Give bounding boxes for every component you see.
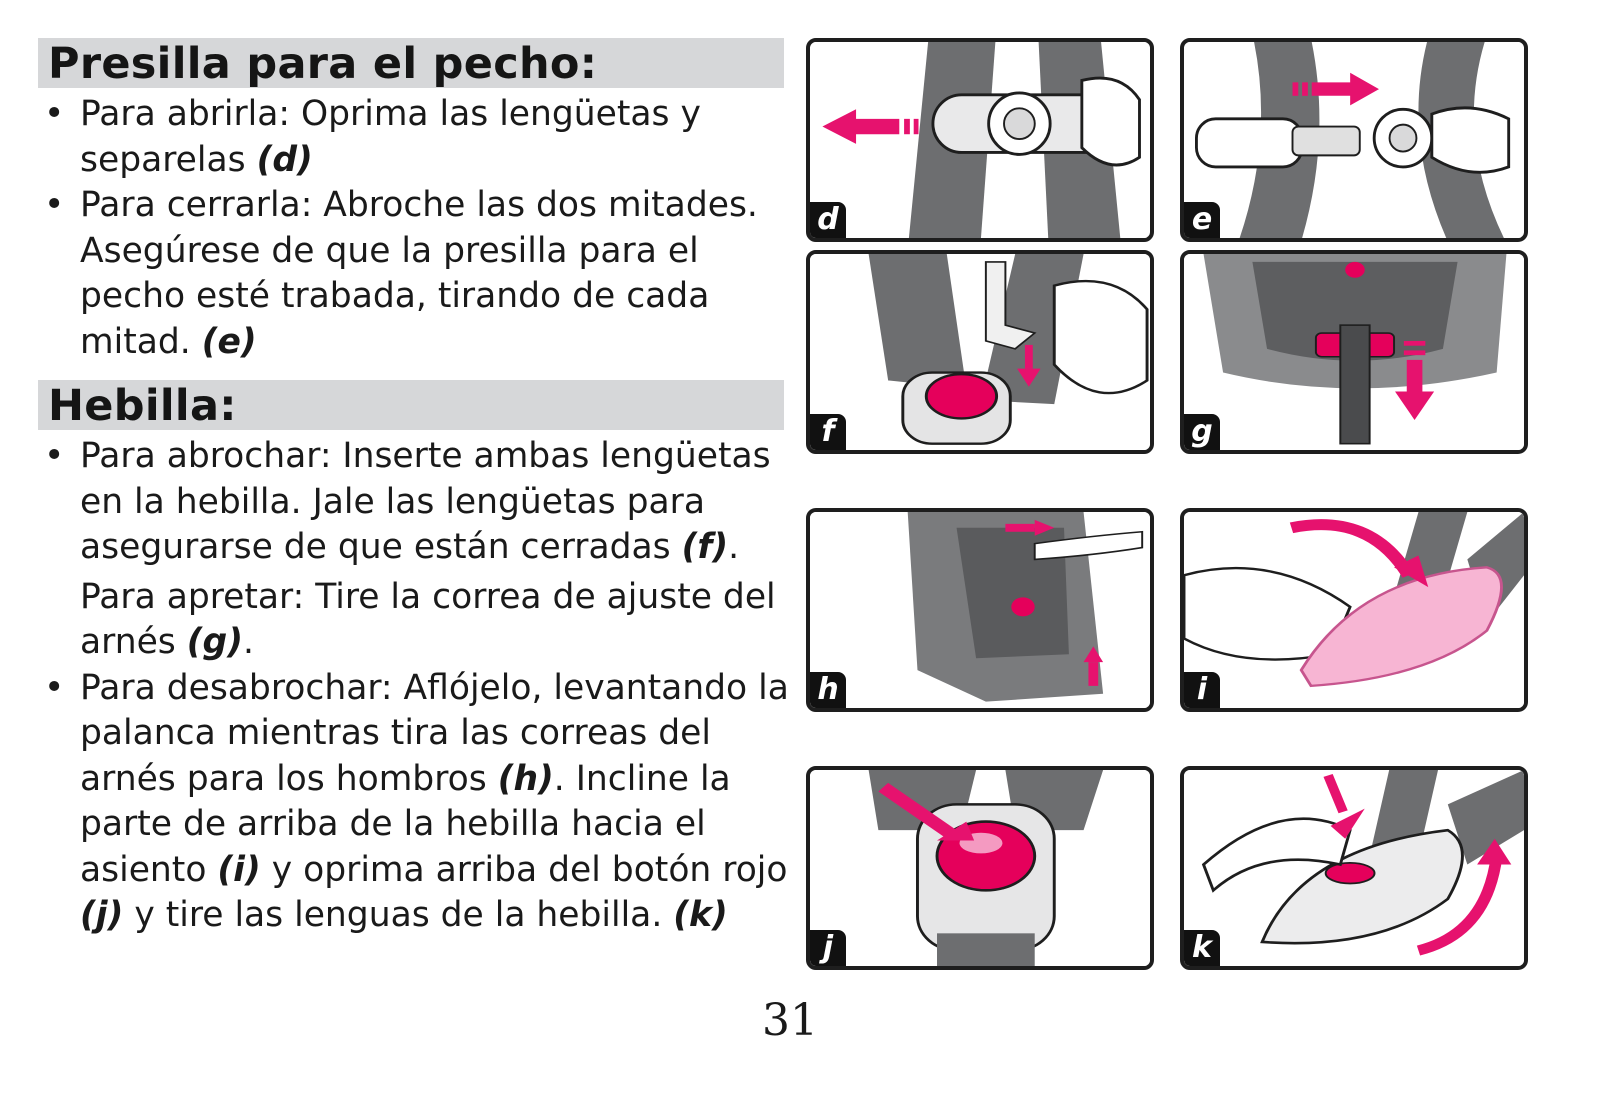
fasten-text: Para abrochar: Inserte ambas lengüetas e… — [80, 436, 771, 567]
panel-label-h: h — [810, 672, 846, 708]
list-item: • Para abrochar: Inserte ambas lengüetas… — [44, 434, 804, 571]
list-item: • Para desabrochar: Aflójelo, levantando… — [44, 666, 804, 939]
bullet-dot: • — [44, 436, 65, 476]
illustration-panel-k: k — [1180, 766, 1528, 970]
figure-ref-j: (j) — [80, 895, 124, 935]
unfasten-text-a: Para desabrochar: Aflójelo, levantando l… — [80, 667, 789, 799]
punctuation: . — [243, 622, 254, 662]
figure-ref-f: (f) — [681, 527, 729, 567]
illustration-panel-j: j — [806, 766, 1154, 970]
panel-label-i: i — [1184, 672, 1220, 708]
panel-label-j: j — [810, 930, 846, 966]
figure-ref-h: (h) — [497, 758, 554, 799]
unfasten-text-c: y oprima arriba del botón rojo — [260, 849, 788, 890]
close-clip-text: Para cerrarla: Abroche las dos mitades. … — [80, 185, 758, 362]
unfasten-text-d: y tire las lenguas de la hebilla. — [123, 895, 674, 935]
list-item: • Para cerrarla: Abroche las dos mitades… — [44, 183, 804, 365]
figure-ref-g: (g) — [186, 622, 243, 662]
bullet-dot: • — [44, 667, 65, 708]
bullet-dot: • — [44, 94, 65, 134]
panel-label-e: e — [1184, 202, 1220, 238]
buckle-instructions: • Para abrochar: Inserte ambas lengüetas… — [44, 434, 804, 939]
illustration-panel-i: i — [1180, 508, 1528, 712]
press-red-button-illustration — [810, 770, 1150, 966]
release-tongues-illustration — [1184, 770, 1524, 966]
chest-clip-heading: Presilla para el pecho: — [38, 38, 784, 89]
list-item-continuation: Para apretar: Tire la correa de ajuste d… — [44, 575, 804, 666]
panel-label-g: g — [1184, 414, 1220, 450]
tighten-text: Para apretar: Tire la correa de ajuste d… — [80, 576, 776, 663]
illustration-panel-e: e — [1180, 38, 1528, 242]
panel-label-f: f — [810, 414, 846, 450]
chest-clip-instructions: • Para abrirla: Oprima las lengüetas y s… — [44, 92, 804, 365]
chest-clip-open-illustration — [812, 42, 1148, 238]
page-number: 31 — [762, 995, 818, 1046]
figure-ref-e: (e) — [201, 321, 257, 362]
buckle-heading: Hebilla: — [38, 380, 784, 431]
open-clip-text: Para abrirla: Oprima las lengüetas y sep… — [80, 94, 701, 180]
illustration-panel-f: f — [806, 250, 1154, 454]
figure-ref-k: (k) — [673, 895, 728, 935]
chest-clip-close-illustration — [1186, 42, 1522, 238]
panel-label-k: k — [1184, 930, 1220, 966]
panel-label-d: d — [810, 202, 846, 238]
figure-ref-i: (i) — [217, 849, 261, 890]
illustration-panel-d: d — [806, 38, 1154, 242]
unfasten-text-b: . Incline la parte de arriba de la hebil… — [80, 758, 731, 890]
buckle-insert-illustration — [810, 254, 1150, 450]
harness-tighten-illustration — [1184, 254, 1524, 450]
punctuation: . — [728, 527, 740, 567]
figure-ref-d: (d) — [256, 139, 313, 180]
list-item: • Para abrirla: Oprima las lengüetas y s… — [44, 92, 804, 183]
illustration-panel-g: g — [1180, 250, 1528, 454]
tilt-buckle-illustration — [1184, 512, 1524, 708]
bullet-dot: • — [44, 185, 65, 225]
unfasten-lever-illustration — [810, 512, 1150, 708]
illustration-panel-h: h — [806, 508, 1154, 712]
